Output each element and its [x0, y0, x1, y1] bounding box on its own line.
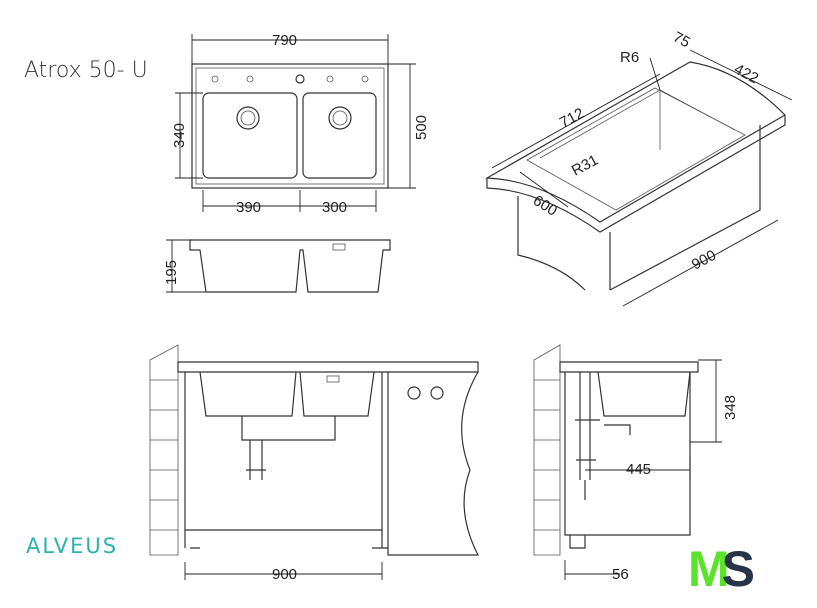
dim-500: 500: [413, 115, 430, 140]
product-title: Atrox 50- U: [24, 58, 148, 83]
side-installation-view: [533, 344, 722, 580]
dim-340: 340: [171, 123, 188, 148]
dim-390: 390: [236, 199, 261, 216]
dim-300: 300: [322, 199, 347, 216]
top-view: [175, 34, 416, 212]
dim-790: 790: [272, 32, 297, 49]
dim-348: 348: [722, 395, 739, 420]
isometric-view: [484, 49, 793, 307]
dim-445: 445: [626, 461, 651, 478]
section-view: [166, 239, 391, 293]
dim-900-front: 900: [272, 566, 297, 583]
dim-r6: R6: [620, 49, 639, 66]
dim-900-iso: 900: [689, 247, 719, 274]
front-installation-view: [149, 344, 479, 580]
alveus-logo: ALVEUS: [26, 534, 119, 558]
dim-712: 712: [557, 105, 587, 132]
dim-560: 56: [612, 566, 629, 583]
dim-422: 422: [731, 61, 761, 88]
dim-r31: R31: [569, 152, 601, 180]
dim-195: 195: [163, 260, 180, 285]
dim-75: 75: [670, 29, 693, 52]
